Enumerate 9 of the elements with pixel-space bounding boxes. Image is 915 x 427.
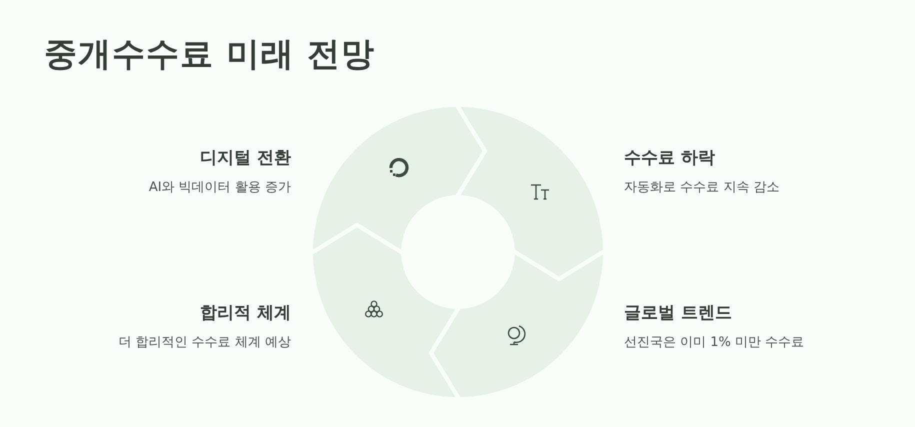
step-heading: 수수료 하락 <box>624 147 715 169</box>
step-description: AI와 빅데이터 활용 증가 <box>148 179 291 196</box>
title: 중개수수료 미래 전망 <box>44 33 375 75</box>
step-heading: 글로벌 트렌드 <box>624 302 732 324</box>
step-description: 자동화로 수수료 지속 감소 <box>624 179 780 196</box>
step-heading: 합리적 체계 <box>200 302 291 324</box>
step-description: 선진국은 이미 1% 미만 수수료 <box>624 334 804 351</box>
step-description: 더 합리적인 수수료 체계 예상 <box>118 334 291 351</box>
step-heading: 디지털 전환 <box>200 147 291 169</box>
